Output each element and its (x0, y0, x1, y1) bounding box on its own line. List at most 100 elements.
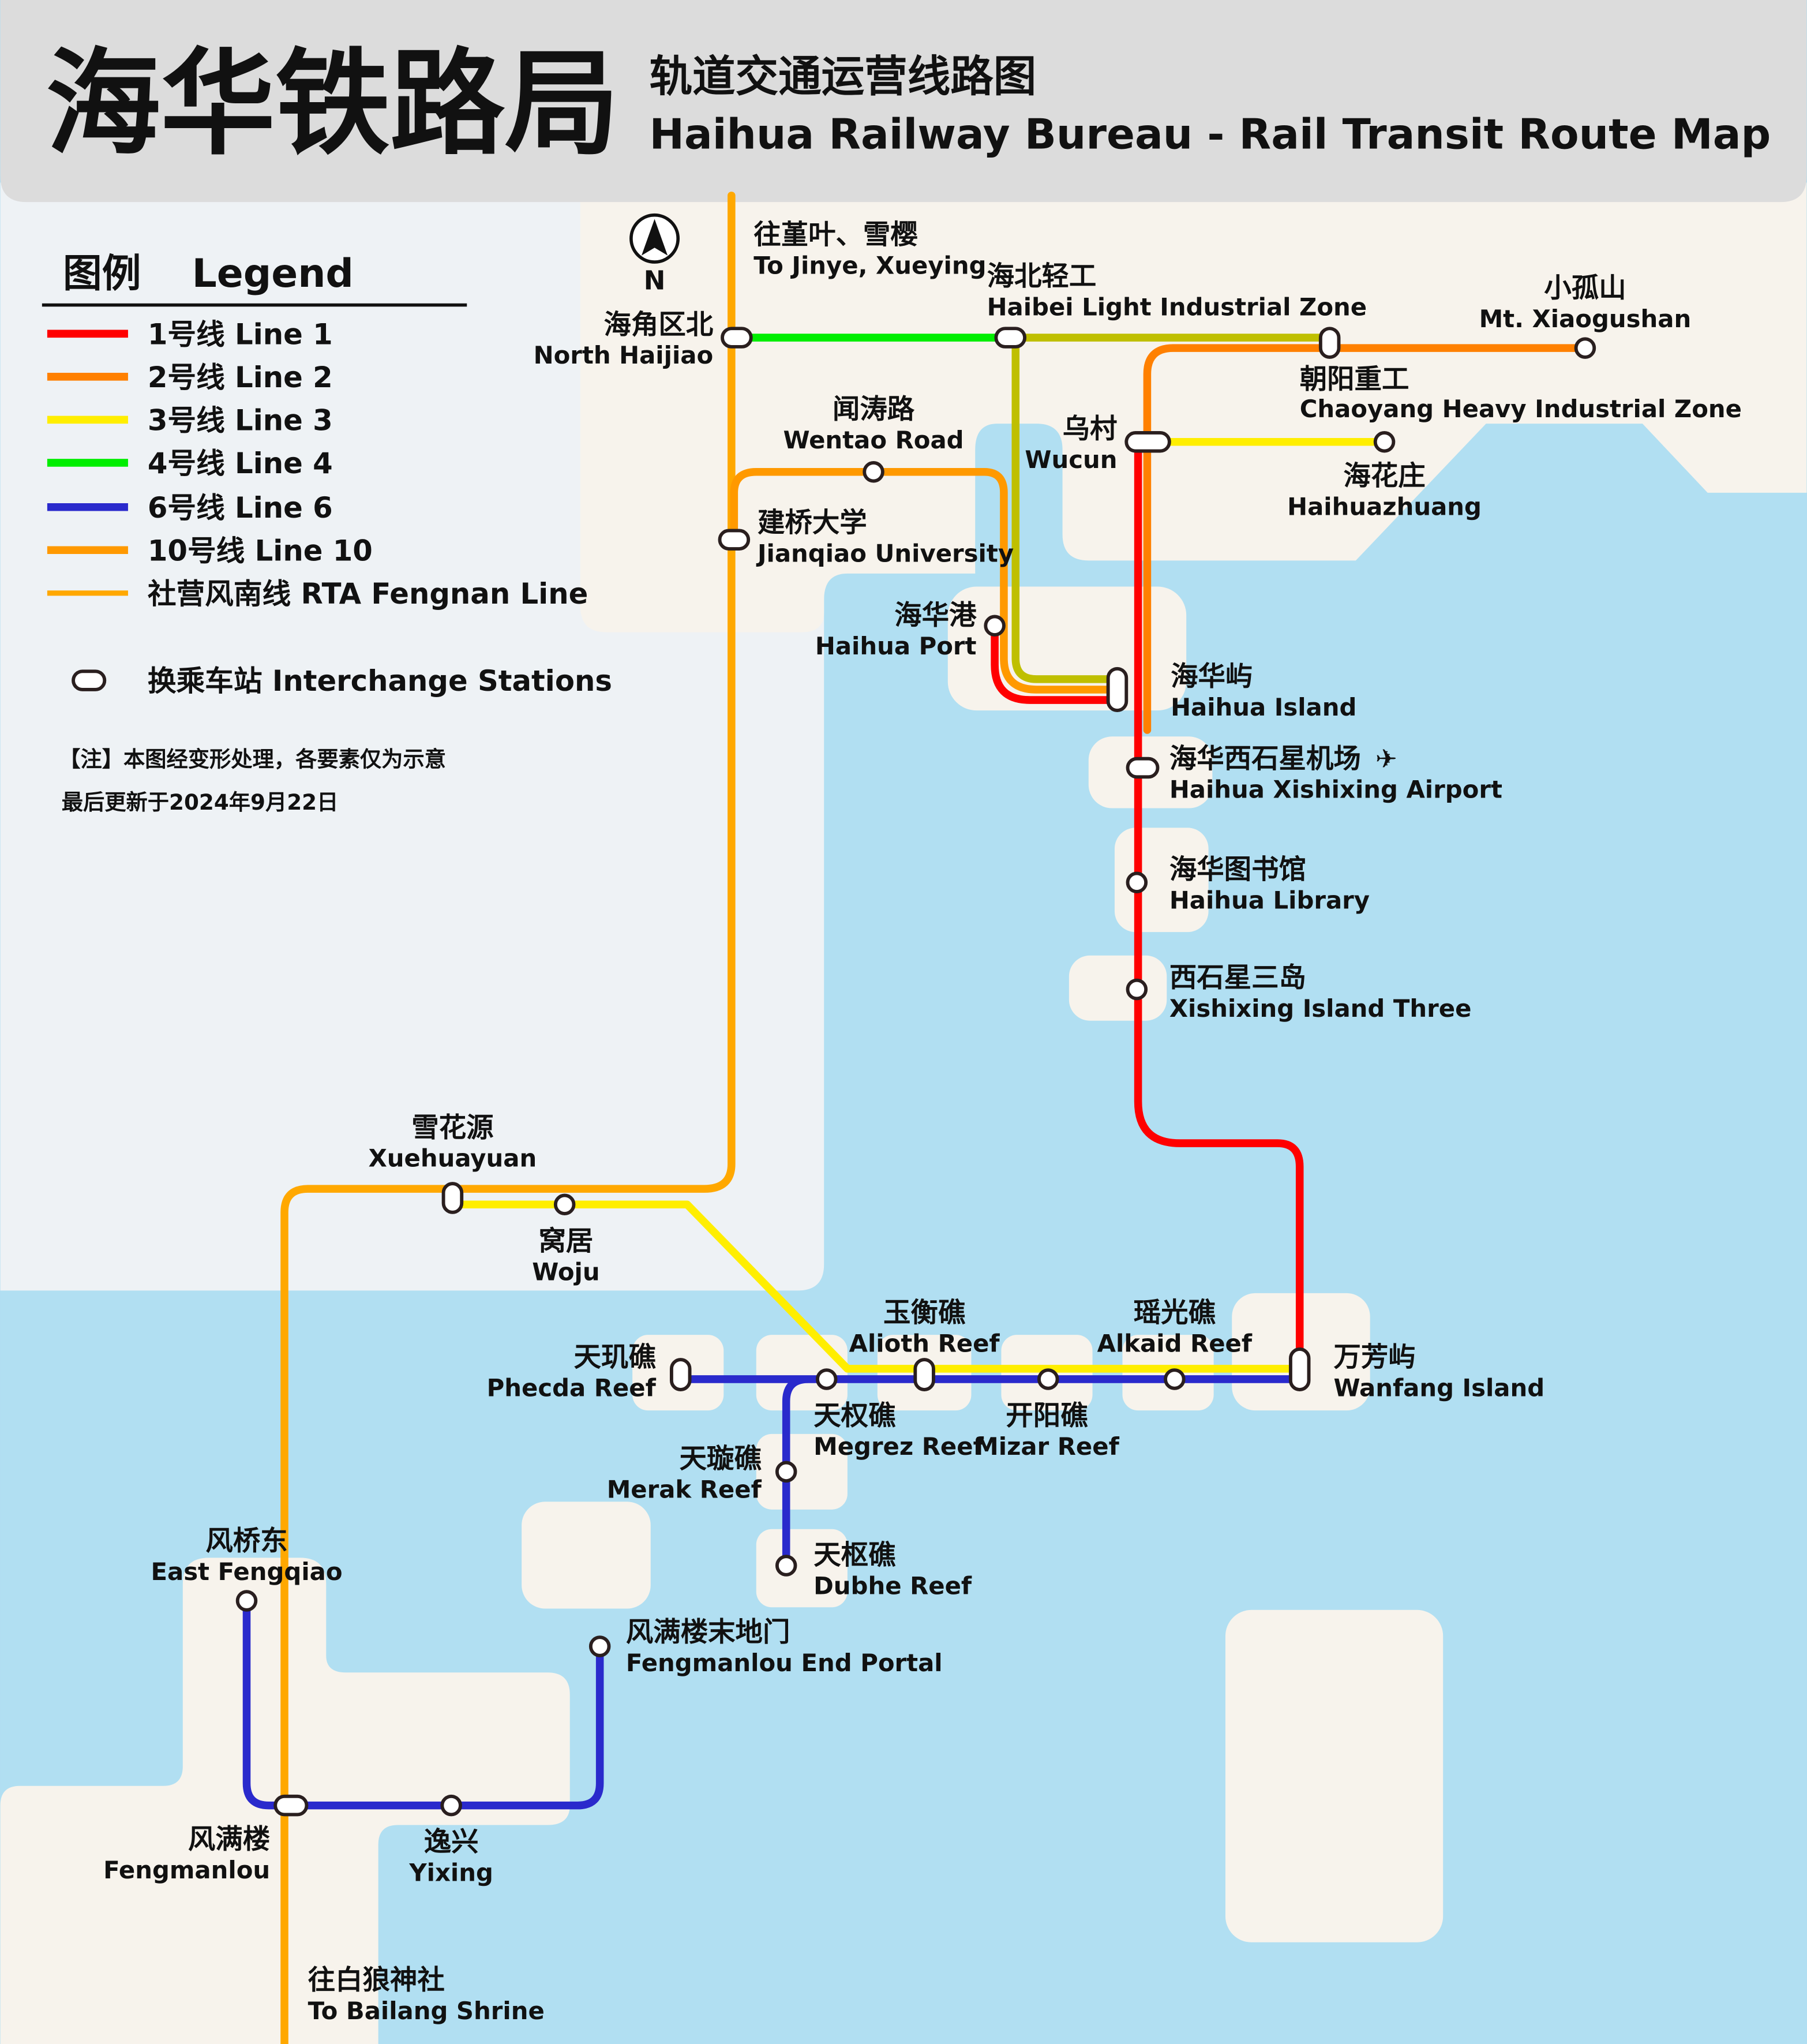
label-en: Haibei Light Industrial Zone (987, 293, 1367, 321)
label-cn: 雪花源 (411, 1112, 493, 1144)
interchange-icon (72, 669, 107, 691)
airplane-icon: ✈ (1375, 744, 1397, 774)
legend-interchange: 换乘车站 Interchange Stations (148, 664, 612, 698)
label-cn: 往堇叶、雪樱 (753, 219, 918, 250)
legend-title-en: Legend (192, 250, 354, 296)
page-title: 海华铁路局 (46, 36, 620, 170)
station-mizar[interactable] (1037, 1368, 1059, 1390)
line-2 (1143, 344, 1589, 734)
label-cn: 海角区北 (603, 309, 713, 340)
legend-item-line-1: 1号线 Line 1 (47, 317, 333, 351)
label-en: Xishixing Island Three (1169, 994, 1472, 1023)
label-en: Mt. Xiaogushan (1479, 305, 1692, 333)
line-3-4-shared (1006, 334, 1334, 683)
label-en: Jianqiao University (756, 540, 1014, 568)
label-cn: 玉衡礁 (883, 1297, 966, 1329)
label-cn: 闻涛路 (833, 394, 915, 425)
station-merak[interactable] (775, 1461, 797, 1483)
station-xuehuayuan[interactable] (441, 1182, 464, 1214)
label-en: Fengmanlou End Portal (626, 1649, 943, 1677)
station-wentao[interactable] (863, 461, 884, 483)
label-cn: 小孤山 (1544, 272, 1626, 304)
label-en: Haihua Port (815, 632, 977, 660)
legend-label: 3号线 Line 3 (148, 403, 333, 437)
station-alkaid[interactable] (1164, 1368, 1186, 1390)
label-en: Mizar Reef (974, 1432, 1119, 1461)
label-en: To Jinye, Xueying (753, 251, 986, 279)
label-en: Alkaid Reef (1097, 1330, 1253, 1358)
label-en: North Haijiao (534, 341, 714, 369)
station-yixing[interactable] (440, 1794, 462, 1817)
north-arrow-icon (629, 213, 680, 264)
legend-item-line-4: 4号线 Line 4 (47, 447, 333, 480)
label-en: Haihua Xishixing Airport (1169, 775, 1502, 803)
label-en: Chaoyang Heavy Industrial Zone (1300, 395, 1742, 423)
label-en: Wanfang Island (1333, 1373, 1544, 1402)
station-end-portal[interactable] (588, 1635, 611, 1657)
station-east-fengqiao[interactable] (235, 1590, 258, 1612)
station-woju[interactable] (553, 1193, 576, 1215)
label-cn: 开阳礁 (1006, 1400, 1088, 1432)
station-dubhe[interactable] (775, 1555, 797, 1577)
legend-label: 1号线 Line 1 (148, 317, 333, 351)
fengnan-line (280, 192, 736, 2044)
label-cn: 建桥大学 (758, 507, 867, 539)
station-wucun[interactable] (1124, 431, 1171, 453)
line-1 (991, 438, 1304, 1367)
subtitle-cn: 轨道交通运营线路图 (650, 51, 1037, 102)
legend: 图例 Legend 1号线 Line 1 2号线 Line 2 3号线 Line… (42, 250, 612, 815)
label-en: Merak Reef (607, 1476, 762, 1504)
label-cn: 海华港 (894, 600, 977, 631)
label-cn: 海华图书馆 (1169, 854, 1306, 886)
label-cn: 往白狼神社 (308, 1964, 445, 1996)
label-en: Fengmanlou (103, 1856, 270, 1884)
legend-item-line-10: 10号线 Line 10 (47, 534, 373, 567)
station-island[interactable] (1106, 667, 1129, 713)
label-en: Haihuazhuang (1287, 492, 1482, 521)
legend-title-cn: 图例 (63, 250, 141, 296)
legend-label: 6号线 Line 6 (148, 491, 333, 525)
station-megrez[interactable] (815, 1368, 838, 1390)
label-cn: 朝阳重工 (1300, 364, 1409, 395)
line-6 (242, 1375, 1304, 1810)
station-labels: 往堇叶、雪樱 To Jinye, Xueying 海角区北 North Haij… (103, 219, 1742, 2025)
label-cn: 乌村 (1063, 413, 1118, 445)
station-haibei[interactable] (994, 327, 1027, 349)
legend-label: 4号线 Line 4 (148, 447, 333, 480)
north-land (580, 182, 1807, 632)
station-three[interactable] (1126, 978, 1148, 1001)
label-en: Megrez Reef (813, 1432, 984, 1461)
line-10 (730, 467, 1122, 694)
label-en: East Fengqiao (151, 1558, 342, 1586)
legend-updated: 最后更新于2024年9月22日 (62, 789, 339, 815)
label-cn: 天枢礁 (813, 1540, 896, 1571)
label-cn: 瑶光礁 (1134, 1297, 1216, 1329)
station-fengmanlou[interactable] (273, 1794, 309, 1817)
station-phecda[interactable] (669, 1358, 692, 1391)
label-en: Wentao Road (783, 426, 964, 454)
station-jianqiao[interactable] (718, 529, 751, 551)
label-en: Dubhe Reef (813, 1572, 972, 1600)
station-chaoyang[interactable] (1318, 327, 1341, 359)
label-cn: 窝居 (539, 1225, 594, 1257)
label-cn: 海华西石星机场 (1169, 743, 1361, 775)
station-airport[interactable] (1126, 757, 1160, 779)
legend-label: 2号线 Line 2 (148, 361, 333, 394)
station-north-haijiao[interactable] (721, 327, 753, 349)
station-xiaogushan[interactable] (1574, 337, 1596, 359)
rail-lines (242, 192, 1589, 2044)
label-en: Haihua Library (1169, 886, 1370, 914)
legend-label: 10号线 Line 10 (148, 534, 373, 567)
station-wanfang[interactable] (1288, 1347, 1311, 1391)
label-cn: 海华屿 (1171, 661, 1253, 692)
station-alioth[interactable] (913, 1358, 935, 1391)
label-en: Phecda Reef (487, 1373, 657, 1402)
station-haihuazhuang[interactable] (1373, 431, 1396, 453)
station-port[interactable] (984, 615, 1006, 637)
subtitle-en: Haihua Railway Bureau - Rail Transit Rou… (650, 111, 1771, 159)
label-en: Woju (532, 1257, 599, 1286)
label-cn: 风满楼末地门 (626, 1616, 790, 1648)
station-library[interactable] (1126, 871, 1148, 894)
label-cn: 天权礁 (813, 1400, 896, 1432)
compass-label: N (644, 265, 666, 295)
